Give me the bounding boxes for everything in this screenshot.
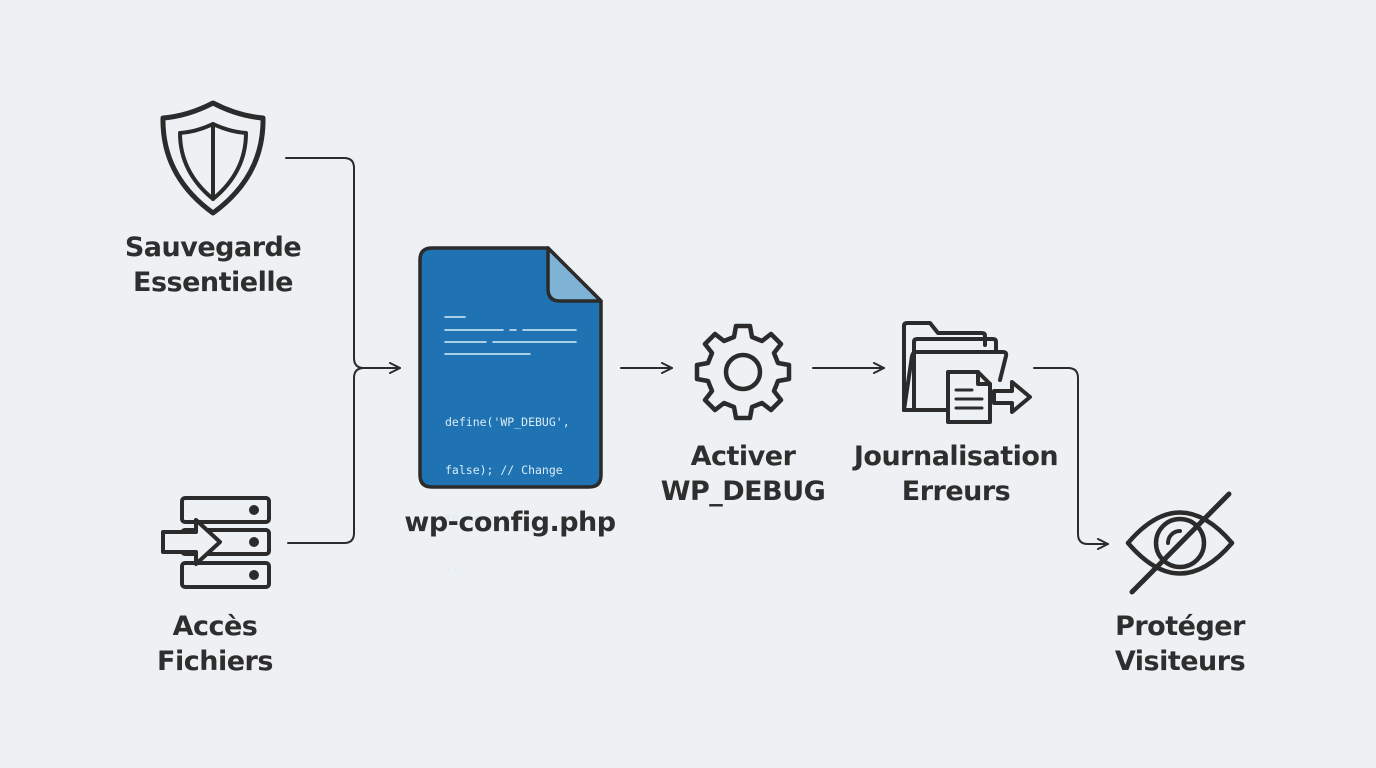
label-config: wp-config.php <box>400 505 620 540</box>
shield-icon <box>160 100 266 216</box>
label-debug-line2: WP_DEBUG <box>660 476 826 507</box>
label-protect: Protéger Visiteurs <box>1080 609 1280 679</box>
eye-slash-icon <box>1125 491 1235 595</box>
gear-icon <box>694 323 792 421</box>
code-snippet: define('WP_DEBUG', false); // Change to … <box>445 382 570 606</box>
label-debug: Activer WP_DEBUG <box>643 439 843 509</box>
folder-log-icon <box>902 321 1032 424</box>
code-line-2: false); // Change <box>445 463 563 477</box>
code-line-4: ... <box>445 559 466 573</box>
connector-files-to-config <box>287 367 365 544</box>
code-line-1: define('WP_DEBUG', <box>445 415 570 429</box>
connector-logging-to-protect <box>1033 367 1109 550</box>
label-logging-line2: Erreurs <box>901 476 1011 507</box>
label-backup-line1: Sauvegarde <box>124 232 302 263</box>
label-protect-line2: Visiteurs <box>1114 646 1246 677</box>
label-backup: Sauvegarde Essentielle <box>113 230 313 300</box>
server-access-icon <box>161 496 271 589</box>
connector-backup-to-config <box>285 157 401 374</box>
label-config-filename: wp-config.php <box>404 507 616 538</box>
label-debug-line1: Activer <box>690 441 796 472</box>
label-files-line2: Fichiers <box>157 646 273 677</box>
label-files-line1: Accès <box>172 611 258 642</box>
label-backup-line2: Essentielle <box>133 267 293 298</box>
label-protect-line1: Protéger <box>1115 611 1245 642</box>
document-icon <box>418 246 603 489</box>
code-line-3: to true <box>445 511 494 525</box>
label-logging: Journalisation Erreurs <box>846 439 1066 509</box>
label-files: Accès Fichiers <box>115 609 315 679</box>
label-logging-line1: Journalisation <box>853 441 1059 472</box>
